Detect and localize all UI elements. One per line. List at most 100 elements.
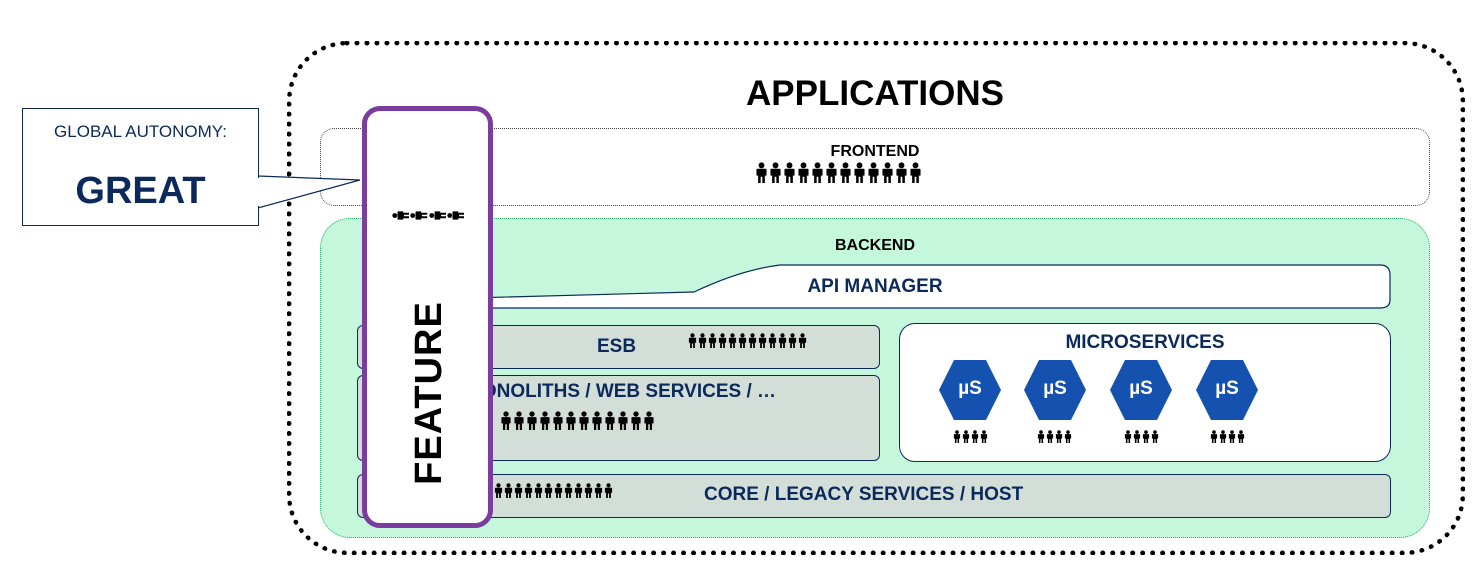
person-icon <box>953 430 961 443</box>
person-icon <box>592 411 602 430</box>
person-icon <box>770 162 781 183</box>
person-icon <box>788 333 797 348</box>
person-icon <box>1046 430 1054 443</box>
person-icon <box>1151 430 1159 443</box>
microservice-label: µS <box>1215 378 1239 399</box>
applications-title: APPLICATIONS <box>746 74 1004 113</box>
person-icon <box>784 162 795 183</box>
person-icon <box>1237 430 1245 443</box>
person-icon <box>1124 430 1132 443</box>
person-icon <box>1219 430 1227 443</box>
microservice-label: µS <box>958 378 982 399</box>
person-icon <box>868 162 879 183</box>
person-icon <box>826 162 837 183</box>
person-icon <box>854 162 865 183</box>
api-manager-label: API MANAGER <box>807 276 943 297</box>
person-icon <box>392 211 410 221</box>
monoliths-label: MONOLITHS / WEB SERVICES / … <box>466 381 777 402</box>
person-icon <box>534 483 543 498</box>
microservice-label: µS <box>1129 378 1153 399</box>
esb-label: ESB <box>597 336 637 357</box>
person-icon <box>514 411 524 430</box>
person-icon <box>882 162 893 183</box>
microservice-team-icons <box>1037 430 1072 443</box>
person-icon <box>574 483 583 498</box>
person-icon <box>840 162 851 183</box>
microservice-team-icons <box>1124 430 1159 443</box>
person-icon <box>594 483 603 498</box>
person-icon <box>584 483 593 498</box>
global-autonomy-callout <box>22 108 259 226</box>
person-icon <box>980 430 988 443</box>
person-icon <box>631 411 641 430</box>
person-icon <box>728 333 737 348</box>
person-icon <box>540 411 550 430</box>
person-icon <box>798 333 807 348</box>
person-icon <box>910 162 921 183</box>
backend-label: BACKEND <box>835 237 915 254</box>
callout-value: GREAT <box>75 170 206 212</box>
person-icon <box>504 483 513 498</box>
person-icon <box>494 483 503 498</box>
person-icon <box>564 483 573 498</box>
person-icon <box>758 333 767 348</box>
person-icon <box>553 411 563 430</box>
person-icon <box>514 483 523 498</box>
person-icon <box>1055 430 1063 443</box>
person-icon <box>718 333 727 348</box>
person-icon <box>896 162 907 183</box>
microservice-hexagon <box>1023 359 1087 421</box>
person-icon <box>1133 430 1141 443</box>
person-icon <box>798 162 809 183</box>
person-icon <box>748 333 757 348</box>
person-icon <box>566 411 576 430</box>
person-icon <box>756 162 767 183</box>
person-icon <box>698 333 707 348</box>
person-icon <box>812 162 823 183</box>
frontend-label: FRONTEND <box>830 143 920 160</box>
person-icon <box>708 333 717 348</box>
person-icon <box>605 411 615 430</box>
person-icon <box>527 411 537 430</box>
person-icon <box>524 483 533 498</box>
person-icon <box>604 483 613 498</box>
person-icon <box>688 333 697 348</box>
person-icon <box>447 211 464 221</box>
person-icon <box>644 411 654 430</box>
person-icon <box>971 430 979 443</box>
person-icon <box>768 333 777 348</box>
person-icon <box>1064 430 1072 443</box>
microservice-hexagon <box>1195 359 1259 421</box>
person-icon <box>778 333 787 348</box>
microservices-label: MICROSERVICES <box>1065 332 1225 353</box>
callout-cover <box>256 178 261 206</box>
applications-container <box>287 41 1465 555</box>
frontend-box <box>320 128 1430 206</box>
microservice-label: µS <box>1043 378 1067 399</box>
feature-team-icons <box>364 180 492 252</box>
person-icon <box>544 483 553 498</box>
callout-title: GLOBAL AUTONOMY: <box>54 122 227 141</box>
esb-team-icons <box>688 333 807 348</box>
frontend-team-icons <box>755 162 922 183</box>
microservice-hexagon <box>1109 359 1173 421</box>
core-legacy-label: CORE / LEGACY SERVICES / HOST <box>704 484 1024 505</box>
person-icon <box>1228 430 1236 443</box>
feature-team-box <box>362 106 493 528</box>
microservice-team-icons <box>1210 430 1245 443</box>
monoliths-team-icons <box>500 411 655 430</box>
person-icon <box>618 411 628 430</box>
person-icon <box>554 483 563 498</box>
person-icon <box>1142 430 1150 443</box>
core-team-icons <box>494 483 613 498</box>
person-icon <box>410 211 428 221</box>
person-icon <box>579 411 589 430</box>
person-icon <box>428 211 446 221</box>
person-icon <box>962 430 970 443</box>
microservice-hexagon <box>938 359 1002 421</box>
person-icon <box>501 411 511 430</box>
microservice-team-icons <box>953 430 988 443</box>
person-icon <box>1210 430 1218 443</box>
person-icon <box>1037 430 1045 443</box>
feature-label: FEATURE <box>408 301 450 485</box>
